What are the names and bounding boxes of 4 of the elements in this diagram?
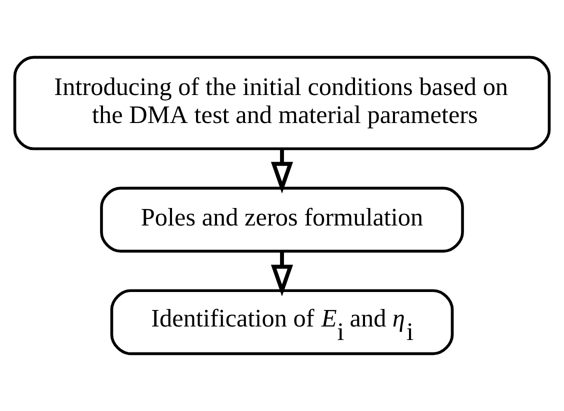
node-box: Introducing of the initial conditions based on the DMA test and material parameters	[13, 56, 551, 150]
arrow	[270, 148, 294, 194]
arrow	[270, 252, 294, 296]
node-box: Poles and zeros formulation	[100, 186, 464, 253]
